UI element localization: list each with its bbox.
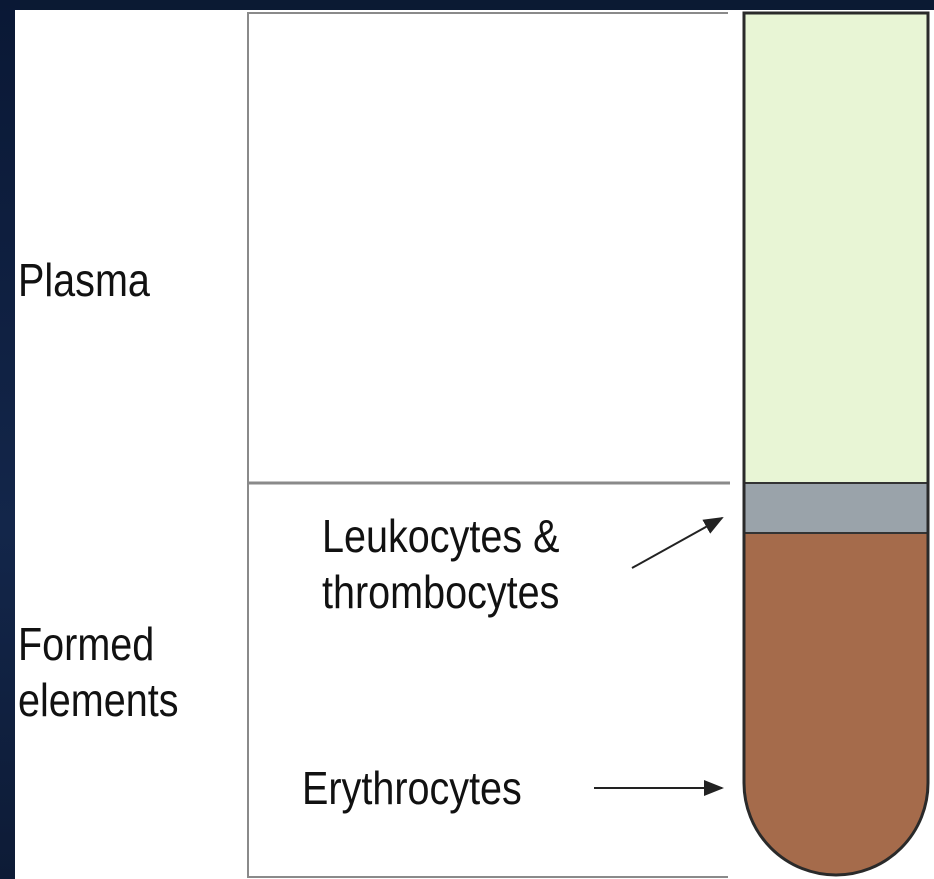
leukocytes-arrow [632, 518, 722, 568]
buffy-coat-layer [744, 483, 928, 533]
formed-elements-label-line2: elements [18, 672, 179, 728]
plasma-label: Plasma [18, 252, 150, 308]
erythrocytes-label: Erythrocytes [302, 760, 522, 816]
leukocytes-label-line2: thrombocytes [322, 564, 559, 620]
formed-elements-label-line1: Formed [18, 616, 154, 672]
erythrocyte-layer [744, 533, 928, 875]
plasma-layer [744, 13, 928, 483]
leukocytes-label-line1: Leukocytes & [322, 508, 560, 564]
bracket-outline [248, 13, 728, 877]
